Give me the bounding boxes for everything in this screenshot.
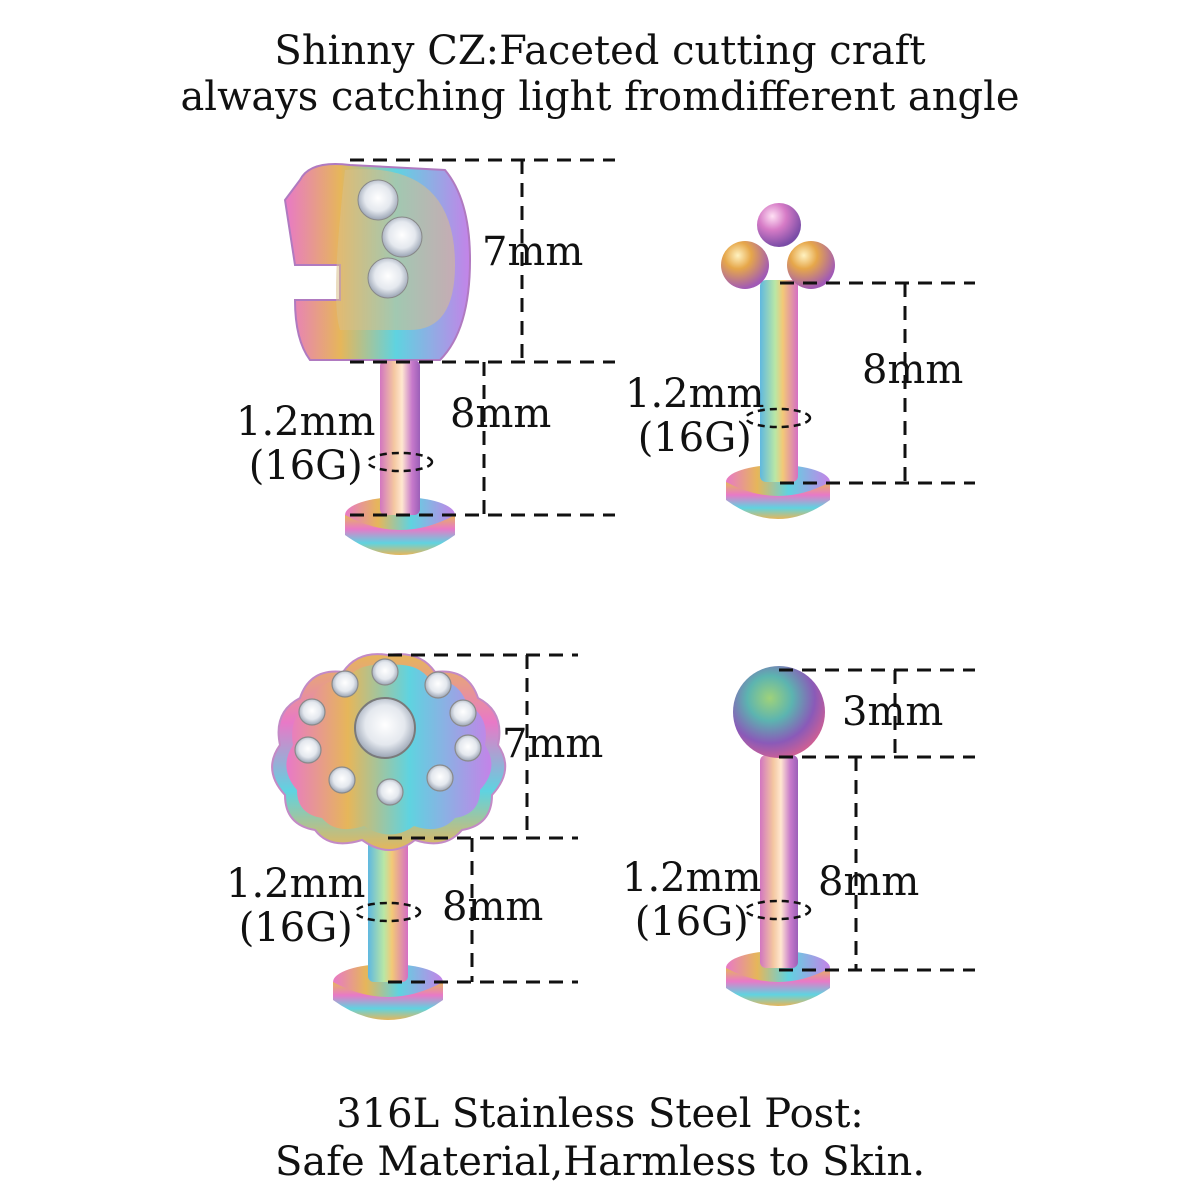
ball [721, 241, 769, 289]
post [380, 360, 420, 515]
flower-post-length-label: 8mm [442, 884, 544, 930]
gauge-mm: 1.2mm [622, 855, 762, 901]
flower-top-size-label: 7mm [502, 721, 604, 767]
flower-cz-stud [271, 653, 578, 1020]
ring-cz-stones [294, 658, 482, 806]
gauge-ring [744, 407, 812, 429]
dimension-lines [388, 653, 578, 984]
moon-gauge-label: 1.2mm (16G) [236, 400, 375, 488]
moon-post-length-label: 8mm [450, 391, 552, 437]
ball-gauge-label: 1.2mm (16G) [622, 856, 761, 944]
cz-stone [367, 257, 409, 299]
triple-ball-stud [721, 203, 975, 519]
cz-stone [357, 179, 399, 221]
gauge-ring [354, 901, 422, 923]
gauge-g: (16G) [634, 899, 749, 945]
flower-gauge-label: 1.2mm (16G) [226, 862, 365, 950]
disc-body [726, 482, 830, 519]
footer-caption: 316L Stainless Steel Post: Safe Material… [0, 1090, 1200, 1186]
post [760, 280, 798, 482]
header-line-2: always catching light fromdifferent angl… [180, 74, 1020, 120]
dimension-lines [780, 281, 975, 485]
disc-body [345, 515, 455, 555]
header-line-1: Shinny CZ:Faceted cutting craft [274, 28, 926, 74]
disc-body [333, 982, 443, 1020]
gauge-g: (16G) [248, 443, 363, 489]
cz-stone [381, 216, 423, 258]
gauge-mm: 1.2mm [226, 861, 366, 907]
dimension-lines [350, 158, 615, 517]
post [368, 835, 408, 982]
footer-line-1: 316L Stainless Steel Post: [336, 1091, 864, 1137]
ball-post-length-label: 8mm [818, 859, 920, 905]
footer-line-2: Safe Material,Harmless to Skin. [274, 1139, 926, 1185]
moon-top-size-label: 7mm [482, 229, 584, 275]
gauge-g: (16G) [238, 905, 353, 951]
gauge-ring [366, 451, 434, 473]
sandblasted-ball [733, 666, 825, 758]
gauge-mm: 1.2mm [236, 399, 376, 445]
gauge-ring [744, 899, 812, 921]
disc-body [726, 968, 830, 1006]
dimension-lines [779, 668, 975, 972]
gauge-g: (16G) [637, 415, 752, 461]
ball-top-size-label: 3mm [842, 689, 944, 735]
header-caption: Shinny CZ:Faceted cutting craft always c… [0, 28, 1200, 120]
gauge-mm: 1.2mm [625, 371, 765, 417]
sandblasted-ball-stud [726, 666, 975, 1006]
ball [757, 203, 801, 247]
ball [787, 241, 835, 289]
post [760, 755, 798, 968]
triple-post-length-label: 8mm [862, 347, 964, 393]
moon-cz-stud [283, 158, 615, 555]
triple-gauge-label: 1.2mm (16G) [625, 372, 764, 460]
center-cz [354, 697, 416, 759]
